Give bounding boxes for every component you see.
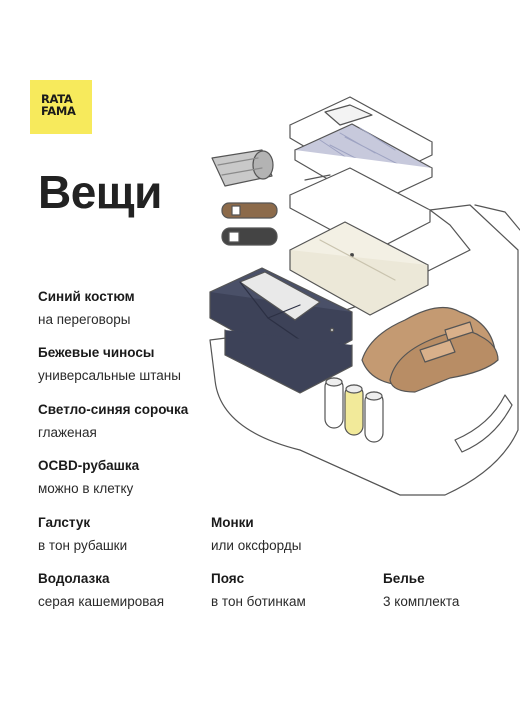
suit-jacket-icon bbox=[209, 267, 353, 394]
folded-shirt-icon bbox=[289, 167, 431, 253]
item-desc: на переговоры bbox=[38, 312, 131, 327]
item-desc: в тон ботинкам bbox=[211, 594, 306, 609]
toiletries-icon bbox=[324, 377, 384, 443]
brand-logo[interactable]: RATA FAMA bbox=[30, 80, 92, 134]
suitcase-handle bbox=[454, 394, 513, 453]
list-item: Синий костюм на переговоры bbox=[38, 288, 135, 329]
item-desc: в тон рубашки bbox=[38, 538, 128, 553]
list-item-sweater: Водолазка серая кашемировая bbox=[38, 570, 164, 611]
logo-line-2: FAMA bbox=[41, 104, 76, 118]
shoes-icon bbox=[361, 306, 499, 393]
item-name: Пояс bbox=[211, 571, 245, 586]
list-item: Бежевые чиносы универсальные штаны bbox=[38, 344, 181, 385]
list-item-shoes: Монки или оксфорды bbox=[211, 514, 301, 555]
item-desc: можно в клетку bbox=[38, 481, 134, 496]
item-desc: 3 комплекта bbox=[383, 594, 460, 609]
item-name: OCBD-рубашка bbox=[38, 458, 140, 473]
list-item-underwear: Белье 3 комплекта bbox=[383, 570, 459, 611]
list-item: Светло-синяя сорочка глаженая bbox=[38, 401, 188, 442]
tie-icon bbox=[211, 149, 274, 187]
item-name: Галстук bbox=[38, 515, 91, 530]
list-item: OCBD-рубашка можно в клетку bbox=[38, 457, 139, 498]
chinos-icon bbox=[289, 221, 429, 316]
page-title: Вещи bbox=[38, 166, 162, 218]
belt-icon bbox=[221, 202, 278, 246]
item-name: Водолазка bbox=[38, 571, 110, 586]
suitcase-illustration bbox=[209, 96, 520, 496]
item-name: Светло-синяя сорочка bbox=[38, 402, 189, 417]
logo-line-1: RATA bbox=[41, 92, 73, 106]
list-item-tie: Галстук в тон рубашки bbox=[38, 514, 127, 555]
suitcase-icon bbox=[209, 204, 520, 496]
item-name: Монки bbox=[211, 515, 254, 530]
list-item-belt: Пояс в тон ботинкам bbox=[211, 570, 306, 611]
item-desc: или оксфорды bbox=[211, 538, 302, 553]
item-desc: универсальные штаны bbox=[38, 368, 181, 383]
item-name: Бежевые чиносы bbox=[38, 345, 155, 360]
item-name: Белье bbox=[383, 571, 425, 586]
item-desc: глаженая bbox=[38, 425, 97, 440]
item-desc: серая кашемировая bbox=[38, 594, 165, 609]
item-name: Синий костюм bbox=[38, 289, 135, 304]
